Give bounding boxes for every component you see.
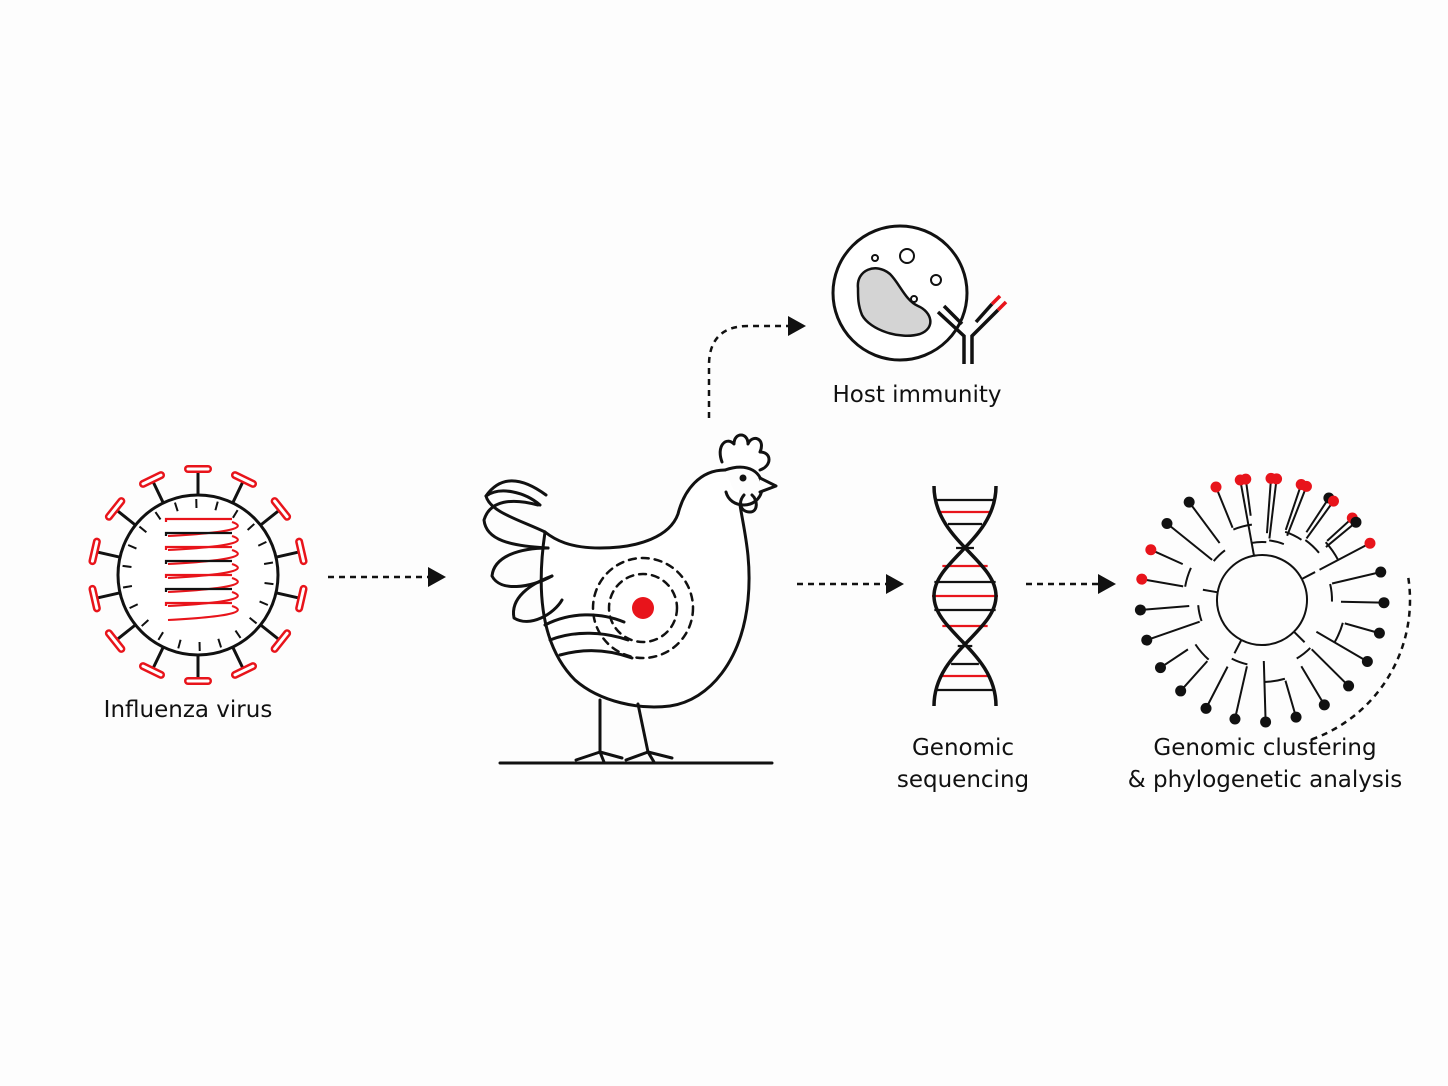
dna-double-helix-icon [932,485,998,707]
analysis-label-line2: & phylogenetic analysis [1127,767,1403,793]
arrow-virus-to-host [328,567,446,587]
arrow-host-to-immunity [707,316,806,418]
circular-phylogenetic-tree-icon [1134,472,1412,742]
virus-label: Influenza virus [103,697,273,723]
immune-cell-antibody-icon [831,224,1008,364]
sequencing-label-line2: sequencing [896,767,1030,793]
virus-rna-segments [164,517,239,621]
virus-membrane-proteins [122,498,274,652]
analysis-label-line1: Genomic clustering [1153,735,1377,761]
influenza-virus-icon [88,465,308,685]
arrow-host-to-sequencing [797,574,904,594]
chicken-host-icon [482,433,778,765]
sequencing-label-line1: Genomic [911,735,1015,761]
virus-spikes [88,465,308,685]
immunity-label: Host immunity [832,382,1002,408]
arrow-sequencing-to-analysis [1026,574,1116,594]
